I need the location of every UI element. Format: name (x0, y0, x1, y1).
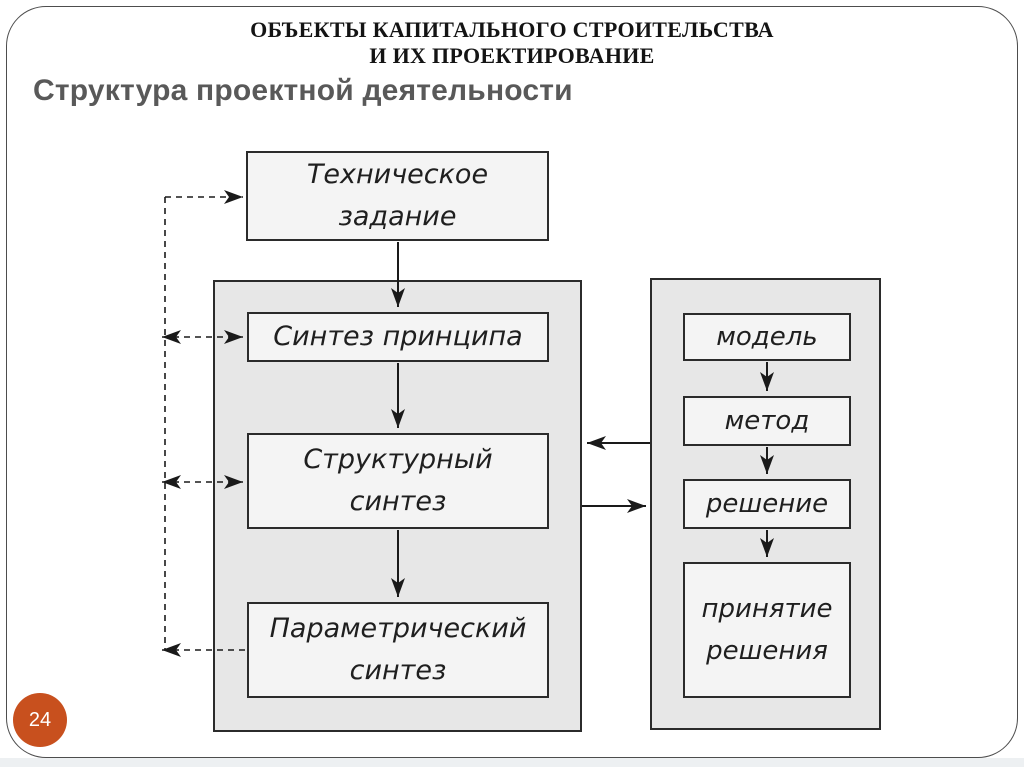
box-parametric-synthesis: Параметрический синтез (247, 602, 549, 698)
box-method: метод (683, 396, 851, 446)
header-line-1: ОБЪЕКТЫ КАПИТАЛЬНОГО СТРОИТЕЛЬСТВА (250, 17, 774, 42)
box-parametric-synthesis-label: Параметрический синтез (269, 613, 527, 686)
box-principle-synthesis: Синтез принципа (247, 312, 549, 362)
box-structural-synthesis: Структурный синтез (247, 433, 549, 529)
box-structural-synthesis-label: Структурный синтез (303, 444, 493, 517)
box-solution: решение (683, 479, 851, 529)
page-number-badge: 24 (13, 693, 67, 747)
page-title: Структура проектной деятельности (33, 74, 573, 107)
box-model: модель (683, 313, 851, 361)
box-technical-task-label: Техническое задание (306, 159, 489, 232)
box-model-label: модель (716, 322, 818, 352)
box-decision-making: принятие решения (683, 562, 851, 698)
app-background-strip (0, 758, 1024, 767)
box-method-label: метод (724, 406, 810, 436)
box-technical-task: Техническое задание (246, 151, 549, 241)
box-decision-making-label: принятие решения (701, 594, 833, 666)
page-number: 24 (28, 708, 52, 731)
box-solution-label: решение (705, 489, 829, 519)
slide-header: ОБЪЕКТЫ КАПИТАЛЬНОГО СТРОИТЕЛЬСТВА И ИХ … (0, 17, 1024, 69)
header-line-2: И ИХ ПРОЕКТИРОВАНИЕ (369, 43, 655, 68)
box-principle-synthesis-label: Синтез принципа (273, 321, 523, 352)
